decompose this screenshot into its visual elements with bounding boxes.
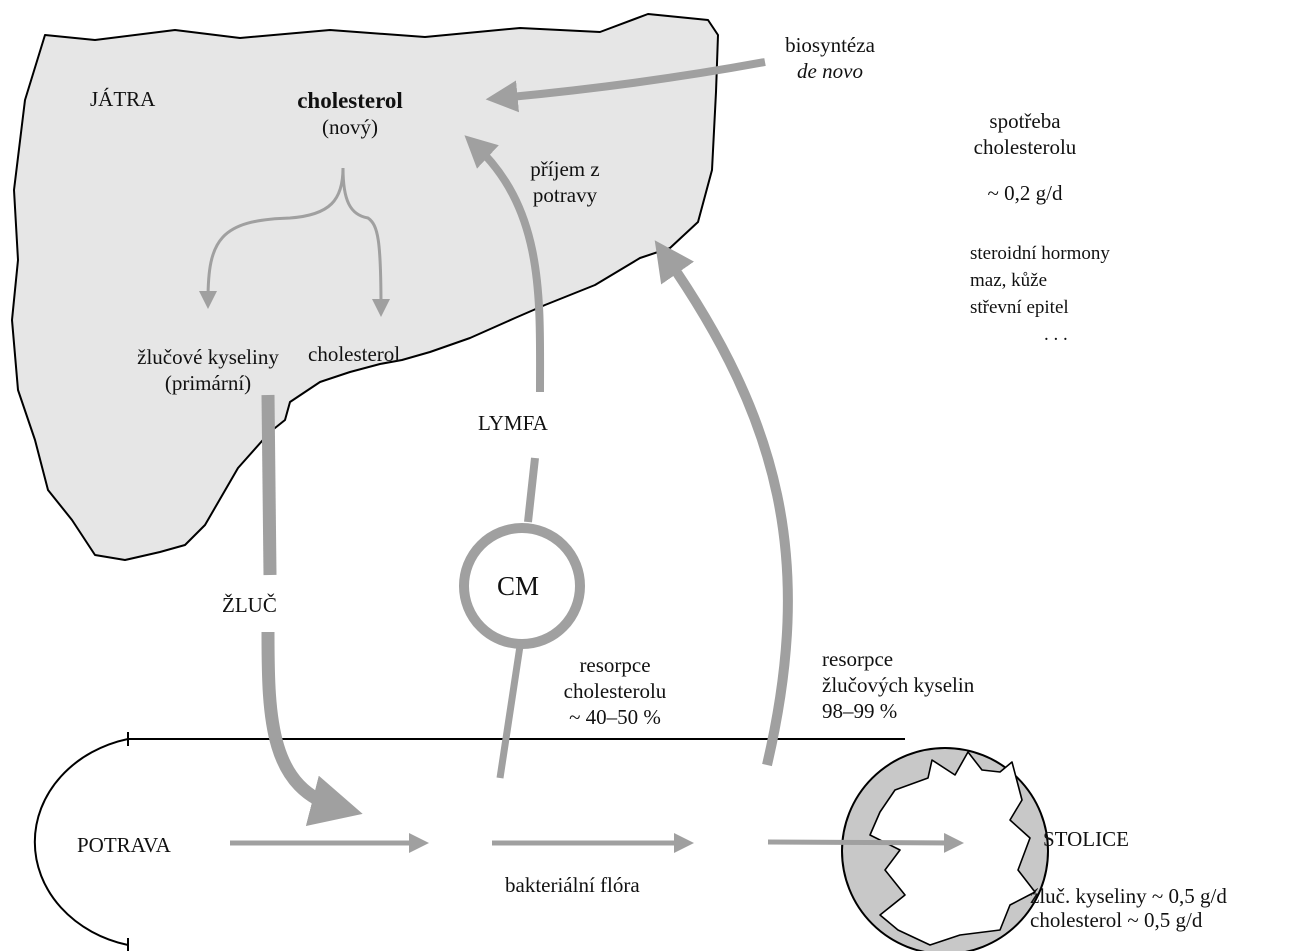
- consumption-label: spotřeba cholesterolu ~ 0,2 g/d: [950, 108, 1100, 206]
- excretion-label: žluč. kyseliny ~ 0,5 g/d cholesterol ~ 0…: [1030, 884, 1227, 932]
- bile-arrow-upper: [268, 395, 270, 575]
- consumption-item: . . .: [970, 321, 1110, 348]
- consumption-line2: cholesterolu: [950, 134, 1100, 160]
- consumption-item: steroidní hormony: [970, 240, 1110, 267]
- resorption-bile-line2: žlučových kyselin: [822, 672, 974, 698]
- cholesterol-new-text: cholesterol: [280, 88, 420, 114]
- resorption-bile-value: 98–99 %: [822, 698, 974, 724]
- cholesterol-new-label: cholesterol (nový): [280, 88, 420, 140]
- bile-acids-text: žlučové kyseliny: [78, 344, 338, 370]
- intake-label: příjem z potravy: [505, 156, 625, 208]
- cholesterol-label: cholesterol: [308, 341, 400, 367]
- biosynthesis-line2: de novo: [770, 58, 890, 84]
- liver-title: JÁTRA: [90, 86, 155, 112]
- cholesterol-new-sub: (nový): [280, 114, 420, 140]
- excretion-cholesterol: cholesterol ~ 0,5 g/d: [1030, 908, 1227, 932]
- resorption-cholesterol-label: resorpce cholesterolu ~ 40–50 %: [540, 652, 690, 730]
- cm-label: CM: [497, 573, 539, 599]
- resorption-bile-label: resorpce žlučových kyselin 98–99 %: [822, 646, 974, 724]
- cm-line-down: [500, 646, 520, 778]
- resorption-chol-line2: cholesterolu: [540, 678, 690, 704]
- consumption-items: steroidní hormony maz, kůže střevní epit…: [970, 240, 1110, 348]
- resorption-chol-value: ~ 40–50 %: [540, 704, 690, 730]
- bile-label: ŽLUČ: [222, 592, 277, 618]
- consumption-item: střevní epitel: [970, 294, 1110, 321]
- biosynthesis-label: biosyntéza de novo: [770, 32, 890, 84]
- excretion-bile: žluč. kyseliny ~ 0,5 g/d: [1030, 884, 1227, 908]
- consumption-item: maz, kůže: [970, 267, 1110, 294]
- bile-acids-label: žlučové kyseliny (primární): [78, 344, 338, 396]
- consumption-amount: ~ 0,2 g/d: [950, 180, 1100, 206]
- lymph-line-lower: [528, 458, 535, 522]
- bile-arrow-lower: [268, 632, 340, 808]
- biosynthesis-line1: biosyntéza: [770, 32, 890, 58]
- intake-line1: příjem z: [505, 156, 625, 182]
- consumption-line1: spotřeba: [950, 108, 1100, 134]
- food-arrow-3: [768, 842, 955, 843]
- flora-label: bakteriální flóra: [505, 872, 640, 898]
- food-label: POTRAVA: [77, 832, 171, 858]
- bile-acids-sub: (primární): [78, 370, 338, 396]
- intake-line2: potravy: [505, 182, 625, 208]
- resorption-bile-line1: resorpce: [822, 646, 974, 672]
- lymph-label: LYMFA: [478, 410, 548, 436]
- resorption-chol-line1: resorpce: [540, 652, 690, 678]
- stool-label: STOLICE: [1043, 826, 1129, 852]
